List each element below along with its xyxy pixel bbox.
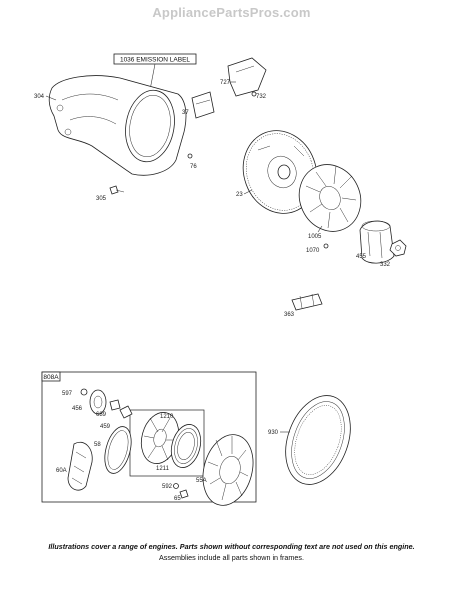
kit-label-box [41, 371, 61, 382]
starter-cup-part[interactable] [359, 220, 395, 264]
part-label-23: 23 [236, 192, 243, 198]
part-label-65: 65 [174, 496, 181, 502]
flywheel-part[interactable] [232, 120, 328, 224]
recoil-spring-part[interactable] [167, 421, 205, 471]
part-label-37: 37 [182, 110, 189, 116]
rotating-screen-part[interactable] [274, 387, 362, 494]
starter-rope-part[interactable] [100, 424, 136, 477]
part-label-60A: 60A [56, 468, 67, 474]
part-label-58: 58 [94, 442, 101, 448]
screw-76-part[interactable] [187, 153, 193, 159]
shield-bracket-part[interactable] [227, 57, 267, 97]
footer-illustration-note: Illustrations cover a range of engines. … [48, 542, 415, 551]
part-459[interactable] [119, 405, 133, 419]
part-label-592: 592 [162, 484, 173, 490]
part-label-363: 363 [284, 312, 295, 318]
bracket-363-part[interactable] [291, 293, 323, 311]
part-label-55A: 55A [196, 478, 207, 484]
part-label-1070: 1070 [306, 248, 320, 254]
kit-label-text: 808A [43, 374, 59, 381]
starter-housing-part[interactable] [196, 429, 261, 511]
part-label-1210: 1210 [160, 414, 174, 420]
bracket-37-part[interactable] [191, 91, 215, 119]
part-label-1005: 1005 [308, 234, 322, 240]
part-689[interactable] [109, 399, 121, 411]
bolt-305-part[interactable] [109, 185, 125, 195]
part-label-305: 305 [96, 196, 107, 202]
blower-housing-part[interactable] [48, 75, 187, 176]
kit-frame-808A [41, 371, 257, 503]
part-label-459: 459 [100, 424, 111, 430]
part-label-304: 304 [34, 94, 45, 100]
part-592[interactable] [173, 483, 179, 489]
part-label-597: 597 [62, 391, 73, 397]
pulley-456-part[interactable] [89, 389, 107, 415]
part-label-689: 689 [96, 412, 107, 418]
cooling-fan-part[interactable] [288, 155, 371, 242]
part-label-76: 76 [190, 164, 197, 170]
part-label-732: 732 [256, 94, 267, 100]
emission-label-text: 1036 EMISSION LABEL [120, 57, 190, 64]
part-label-455: 455 [356, 254, 367, 260]
part-597[interactable] [80, 388, 88, 396]
part-label-930: 930 [268, 430, 279, 436]
footer-assembly-note: Assemblies include all parts shown in fr… [158, 553, 304, 562]
starter-pulley-part[interactable] [136, 408, 184, 468]
screw-1070-part[interactable] [323, 243, 329, 249]
part-label-1211: 1211 [156, 466, 170, 472]
part-label-332: 332 [380, 262, 391, 268]
starter-handle-part[interactable] [67, 441, 93, 491]
part-label-727: 727 [220, 80, 231, 86]
part-label-456: 456 [72, 406, 83, 412]
watermark-text: AppliancePartsPros.com [152, 5, 311, 20]
screw-732-part[interactable] [251, 91, 257, 97]
flywheel-nut-part[interactable] [389, 239, 407, 257]
part-65[interactable] [179, 489, 189, 499]
